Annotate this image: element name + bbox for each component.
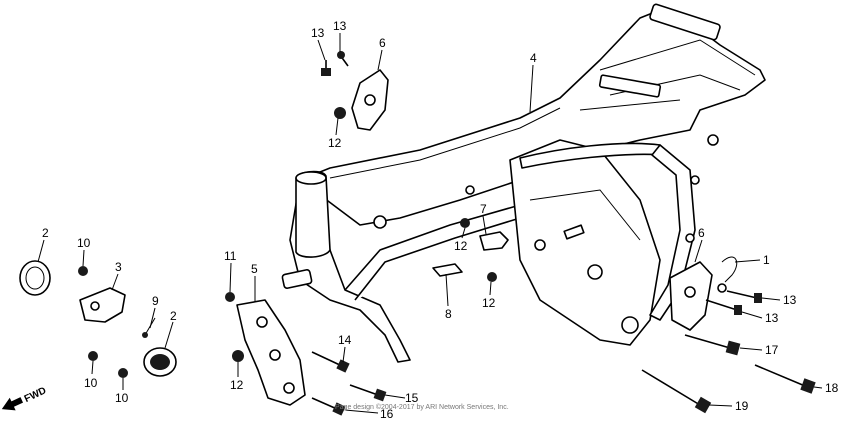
part-12-nut-left: [232, 350, 244, 362]
callout-19: 19: [735, 399, 749, 413]
callout-2-left: 2: [42, 226, 49, 240]
part-6-plate-top: [351, 69, 389, 131]
callout-18: 18: [825, 381, 839, 395]
callout-6-top: 6: [379, 36, 386, 50]
part-19-bolt: [641, 369, 712, 414]
callout-12-top: 12: [328, 136, 342, 150]
part-12-nut-center-upper: [460, 218, 470, 228]
part-3-bracket: [79, 287, 126, 323]
part-13-bolts-top: [321, 51, 349, 76]
part-12-nut-center-lower: [487, 272, 497, 282]
part-7-clamp: [479, 231, 509, 251]
callout-16: 16: [380, 407, 394, 421]
part-2-cap-left: [19, 260, 51, 296]
part-16-bolt: [311, 397, 346, 416]
callout-10-low: 10: [115, 391, 129, 405]
part-2-cap-right: [143, 347, 177, 377]
callout-6-right: 6: [698, 226, 705, 240]
callout-13-right-b: 13: [765, 311, 779, 325]
part-12-nut-top: [334, 107, 346, 119]
callout-13-right-a: 13: [783, 293, 797, 307]
part-18-bolt: [754, 364, 816, 394]
part-9-screw: [142, 317, 156, 338]
fwd-label: FWD: [23, 385, 48, 405]
callout-13-top-b: 13: [333, 19, 347, 33]
part-5-hanger-plate: [236, 299, 306, 406]
fwd-arrow-icon: [1, 397, 24, 411]
copyright-text: Page design ©2004-2017 by ARI Network Se…: [335, 403, 509, 411]
callout-12-left: 12: [230, 378, 244, 392]
main-frame: [281, 3, 766, 363]
callout-10-top: 10: [77, 236, 91, 250]
part-1-hook: [717, 256, 738, 293]
callout-labels: 2 10 3 9 2 10 10 11 5 12 14 16 15 13 13 …: [42, 19, 839, 421]
callout-4: 4: [530, 51, 537, 65]
part-8-pad: [432, 263, 463, 277]
part-10-nut-mid: [88, 351, 98, 361]
callout-12-center-upper: 12: [454, 239, 468, 253]
part-14-bolt: [311, 351, 350, 373]
callout-17: 17: [765, 343, 779, 357]
callout-12-center-lower: 12: [482, 296, 496, 310]
part-17-bolt: [684, 334, 741, 356]
part-15-bolt: [349, 384, 387, 402]
leader-lines: [37, 33, 823, 414]
callout-2-right: 2: [170, 309, 177, 323]
fwd-indicator: FWD: [1, 385, 48, 411]
callout-13-top-a: 13: [311, 26, 325, 40]
callout-3: 3: [115, 260, 122, 274]
callout-7: 7: [480, 202, 487, 216]
callout-11: 11: [224, 249, 237, 263]
part-13-bolts-right: [705, 290, 762, 315]
callout-9: 9: [152, 294, 159, 308]
callout-15: 15: [405, 391, 419, 405]
callout-5: 5: [251, 262, 258, 276]
callout-1: 1: [763, 253, 770, 267]
part-10-nut-low: [118, 368, 128, 378]
part-6-plate-right: [669, 261, 713, 331]
callout-8: 8: [445, 307, 452, 321]
part-10-nut-top: [78, 266, 88, 276]
part-11-nut: [225, 292, 235, 302]
callout-14: 14: [338, 333, 352, 347]
callout-10-mid: 10: [84, 376, 98, 390]
